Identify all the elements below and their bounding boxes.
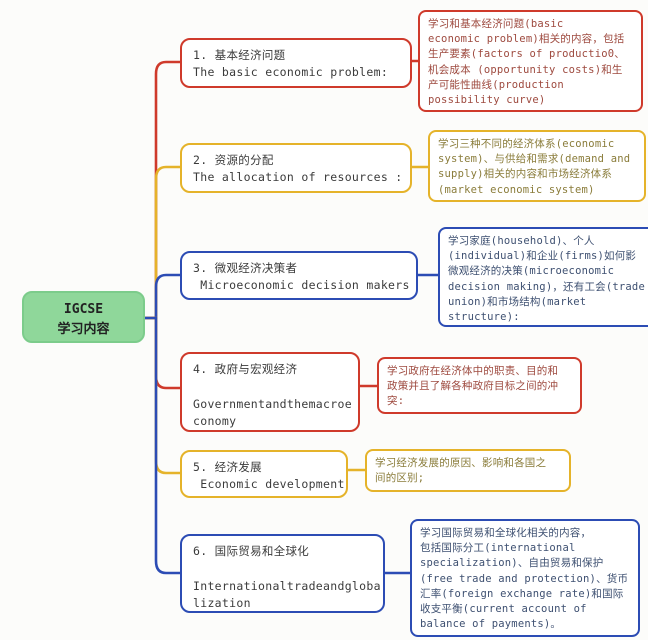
topic-node-6-international-trade-globalization[interactable]: 6. 国际贸易和全球化 Internationaltradeandgloba l…: [180, 534, 385, 613]
topic-node-5-economic-development[interactable]: 5. 经济发展 Economic development: [180, 450, 348, 498]
branch-6-connector: [143, 316, 182, 575]
topic-node-1-basic-economic-problem[interactable]: 1. 基本经济问题 The basic economic problem:: [180, 38, 412, 88]
desc-node-6[interactable]: 学习国际贸易和全球化相关的内容， 包括国际分工(international sp…: [410, 519, 640, 637]
desc-node-1[interactable]: 学习和基本经济问题(basic economic problem)相关的内容，包…: [418, 10, 643, 112]
root-node-igcse[interactable]: IGCSE 学习内容: [22, 291, 145, 343]
desc-node-4[interactable]: 学习政府在经济体中的职责、目的和 政策并且了解各种政府目标之间的冲 突:: [377, 357, 582, 414]
desc-node-3[interactable]: 学习家庭(household)、个人 (individual)和企业(firms…: [438, 227, 648, 327]
branch-4-connector: [143, 316, 182, 390]
topic-node-3-microeconomic-decision-makers[interactable]: 3. 微观经济决策者 Microeconomic decision makers: [180, 251, 418, 300]
branch-3-connector: [143, 273, 182, 320]
topic-node-2-allocation-of-resources[interactable]: 2. 资源的分配 The allocation of resources :: [180, 143, 412, 193]
branch-2-connector: [143, 165, 182, 320]
branch-1-connector: [143, 60, 182, 320]
desc-node-2[interactable]: 学习三种不同的经济体系(economic system)、与供给和需求(dema…: [428, 130, 646, 202]
branch-5-connector: [143, 316, 182, 475]
desc-node-5[interactable]: 学习经济发展的原因、影响和各国之 间的区别;: [365, 449, 571, 492]
topic-node-4-government-and-macroeconomy[interactable]: 4. 政府与宏观经济 Governmentandthemacroe conomy: [180, 352, 360, 432]
